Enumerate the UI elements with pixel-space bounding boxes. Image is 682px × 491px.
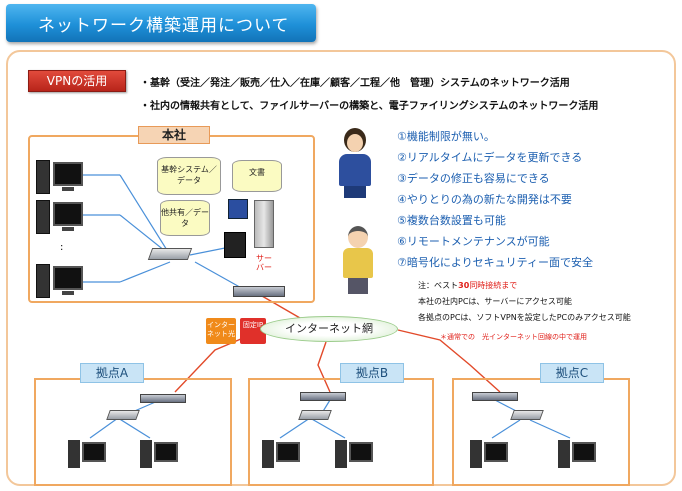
monitor-icon	[228, 199, 248, 219]
feature-2: ②リアルタイムにデータを更新できる	[397, 151, 583, 164]
note-prefix: 注：ベスト	[418, 281, 459, 290]
db-core-label: 基幹システム／データ	[161, 165, 217, 185]
branch-c-hub-icon	[510, 410, 544, 420]
feature-3: ③データの修正も容易にできる	[397, 172, 550, 185]
feature-7: ⑦暗号化によりセキュリティー面で安全	[397, 256, 593, 269]
static-ip-badge: 固定IP	[240, 318, 266, 344]
hq-router-icon	[233, 286, 285, 297]
page-title: ネットワーク構築運用について	[38, 16, 290, 36]
hq-label: 本社	[138, 126, 210, 144]
vpn-badge: VPNの活用	[28, 70, 126, 92]
branch-b-label: 拠点B	[340, 363, 404, 383]
db-shared-icon: 他共有／データ	[160, 200, 210, 236]
note-suffix: 同時接続まで	[469, 281, 518, 290]
db-core-system-icon: 基幹システム／データ	[157, 157, 221, 195]
feature-4: ④やりとりの為の新たな開発は不要	[397, 193, 572, 206]
note-hq-access: 本社の社内PCは、サーバーにアクセス可能	[418, 297, 572, 306]
feature-6: ⑥リモートメンテナンスが可能	[397, 235, 550, 248]
db-documents-icon: 文書	[232, 160, 282, 192]
branch-a-hub-icon	[106, 410, 140, 420]
branch-a-router-icon	[140, 394, 186, 403]
note-fiber: ＊通常での 光インターネット回線の中で運用	[440, 333, 587, 341]
hq-ellipsis: :	[60, 242, 64, 253]
branch-a-section	[34, 378, 232, 486]
server-label: サーバー	[256, 254, 272, 272]
server-tower-icon	[254, 200, 274, 248]
bullet-core-system: ・基幹（受注／発注／販売／仕入／在庫／顧客／工程／他 管理）システムのネットワー…	[140, 78, 570, 89]
branch-c-router-icon	[472, 392, 518, 401]
woman-staff-icon	[336, 128, 378, 200]
internet-cloud: インターネット網	[260, 316, 398, 342]
fiber-internet-badge: インターネット光	[206, 318, 236, 344]
man-staff-icon	[338, 224, 380, 296]
feature-1: ①機能制限が無い。	[397, 130, 495, 143]
note-branch-access: 各拠点のPCは、ソフトVPNを設定したPCのみアクセス可能	[418, 313, 631, 322]
branch-b-router-icon	[300, 392, 346, 401]
note-number: 30	[458, 281, 470, 290]
branch-a-label: 拠点A	[80, 363, 144, 383]
bullet-file-server: ・社内の情報共有として、ファイルサーバーの構築と、電子ファイリングシステムのネッ…	[140, 101, 599, 112]
branch-c-label: 拠点C	[540, 363, 604, 383]
title-bar	[6, 4, 316, 42]
feature-5: ⑤複数台数設置も可能	[397, 214, 506, 227]
note-connections: 注：ベスト30同時接続まで	[418, 280, 517, 291]
hq-hub-icon	[147, 248, 193, 260]
db-shared-label: 他共有／データ	[161, 208, 209, 228]
branch-b-hub-icon	[298, 410, 332, 420]
db-docs-label: 文書	[249, 168, 265, 177]
ups-icon	[224, 232, 246, 258]
